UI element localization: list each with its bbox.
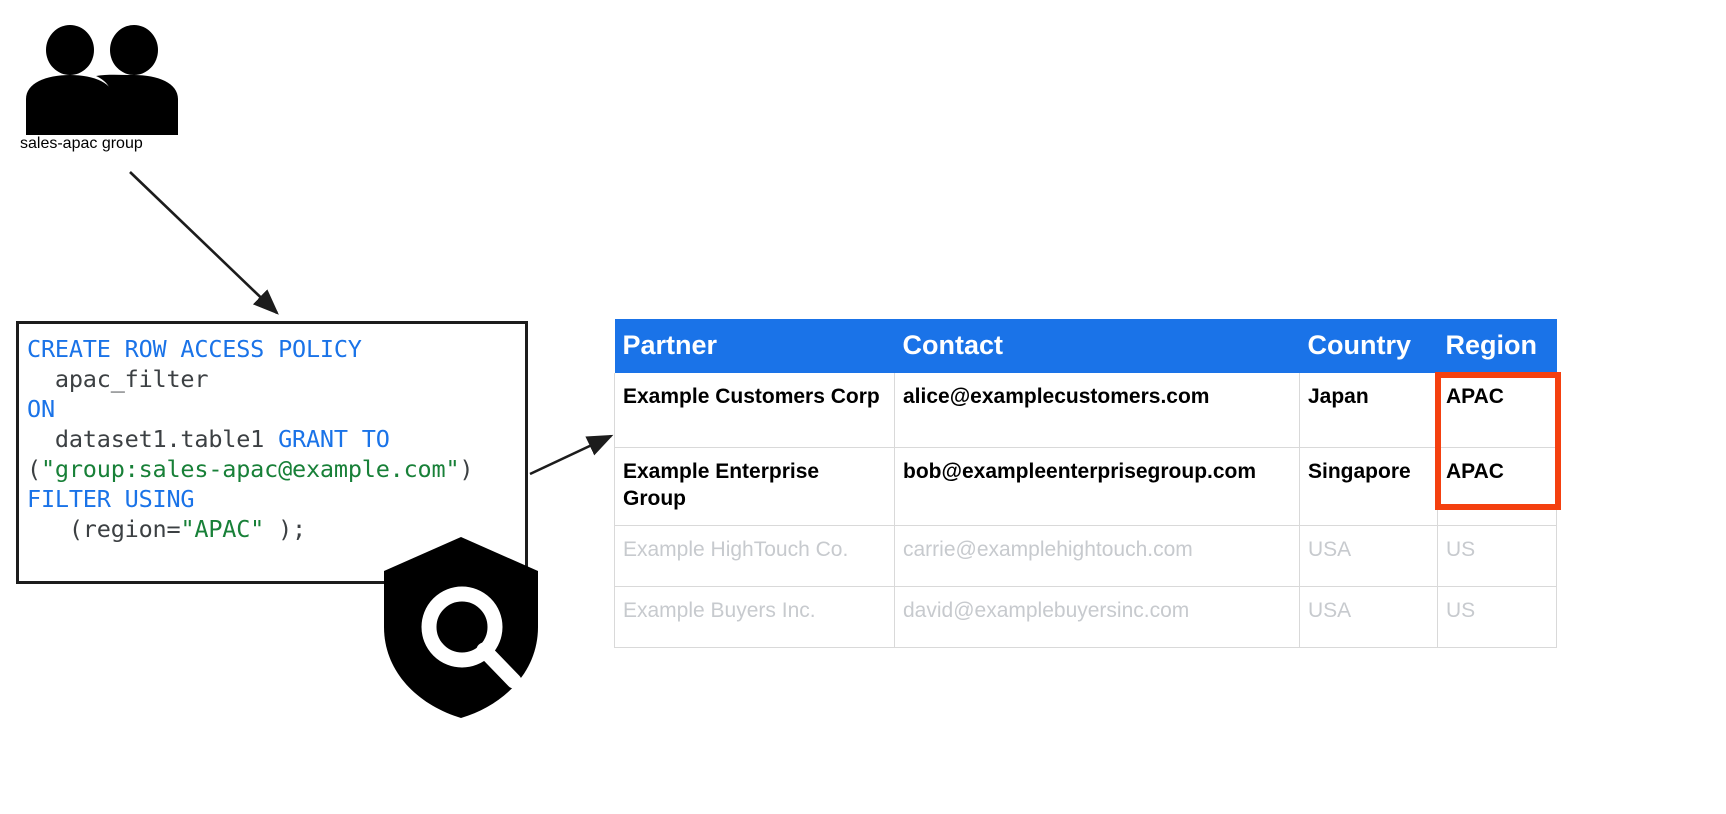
table-row[interactable]: Example HighTouch Co. carrie@examplehigh… <box>614 525 1557 587</box>
sql-token: ( <box>27 455 41 483</box>
region-apac-highlight <box>1435 372 1561 510</box>
shield-search-icon <box>384 537 538 718</box>
cell-region: US <box>1437 586 1557 648</box>
table-row[interactable]: Example Buyers Inc. david@examplebuyersi… <box>614 586 1557 648</box>
cell-region: US <box>1437 525 1557 587</box>
cell-partner: Example Enterprise Group <box>614 447 895 526</box>
cell-partner: Example Buyers Inc. <box>614 586 895 648</box>
sql-token: "APAC" <box>180 515 265 543</box>
cell-contact: david@examplebuyersinc.com <box>894 586 1300 648</box>
sql-token: apac_filter <box>27 365 209 393</box>
arrow-group-to-policy <box>129 171 279 315</box>
partner-table: Partner Contact Country Region Example C… <box>614 319 1557 648</box>
group-node: sales-apac group <box>20 25 250 153</box>
cell-contact: bob@exampleenterprisegroup.com <box>894 447 1300 526</box>
shield-node <box>380 535 542 725</box>
sql-token: GRANT TO <box>278 425 390 453</box>
sql-code-box: CREATE ROW ACCESS POLICY apac_filter ON … <box>16 321 528 584</box>
sql-token: dataset1.table1 <box>27 425 279 453</box>
column-header-region[interactable]: Region <box>1437 319 1557 373</box>
arrow-policy-to-table <box>529 434 614 476</box>
cell-country: USA <box>1299 586 1438 648</box>
cell-partner: Example HighTouch Co. <box>614 525 895 587</box>
cell-country: Japan <box>1299 373 1438 448</box>
cell-country: USA <box>1299 525 1438 587</box>
people-group-icon <box>26 25 178 135</box>
sql-token: FILTER USING <box>27 485 195 513</box>
sql-token: ON <box>27 395 55 423</box>
sql-token: ); <box>264 515 306 543</box>
sql-token: CREATE ROW ACCESS POLICY <box>27 335 362 363</box>
table-row[interactable]: Example Enterprise Group bob@exampleente… <box>614 447 1557 526</box>
sql-code-text: CREATE ROW ACCESS POLICY apac_filter ON … <box>27 334 517 544</box>
cell-country: Singapore <box>1299 447 1438 526</box>
sql-token: "group:sales-apac@example.com" <box>40 455 460 483</box>
cell-contact: carrie@examplehightouch.com <box>894 525 1300 587</box>
table-header-row: Partner Contact Country Region <box>614 319 1557 373</box>
column-header-partner[interactable]: Partner <box>614 319 895 373</box>
sql-token: (region= <box>27 515 181 543</box>
cell-partner: Example Customers Corp <box>614 373 895 448</box>
group-label: sales-apac group <box>20 135 143 152</box>
cell-contact: alice@examplecustomers.com <box>894 373 1300 448</box>
column-header-contact[interactable]: Contact <box>894 319 1300 373</box>
table-row[interactable]: Example Customers Corp alice@examplecust… <box>614 373 1557 448</box>
cell-region: APAC <box>1437 447 1557 526</box>
sql-token: ) <box>459 455 474 483</box>
column-header-country[interactable]: Country <box>1299 319 1438 373</box>
